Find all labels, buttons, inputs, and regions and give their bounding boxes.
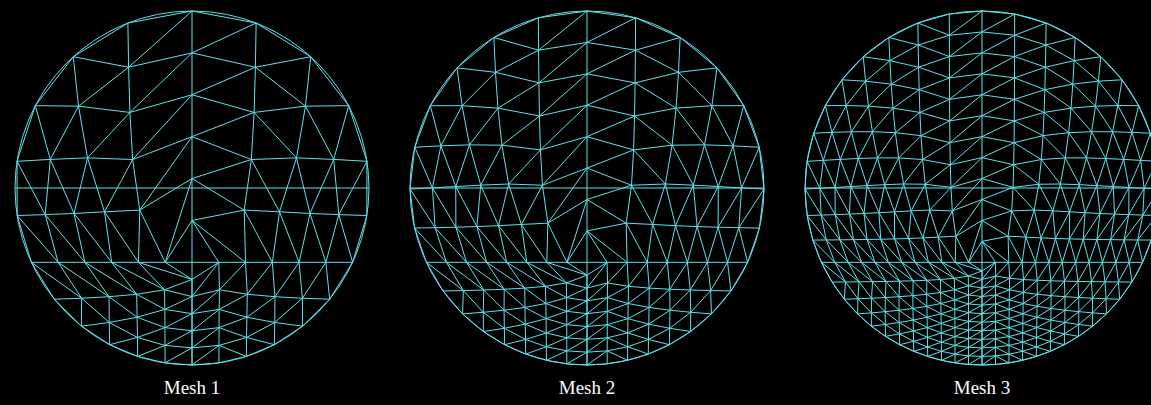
mesh-drawing — [15, 11, 369, 365]
mesh-drawing — [805, 11, 1151, 365]
mesh-label: Mesh 1 — [164, 377, 220, 398]
mesh-edges — [15, 11, 369, 365]
label-slot: Mesh 3 — [882, 377, 1082, 399]
mesh-label: Mesh 3 — [954, 377, 1010, 398]
mesh-edges — [410, 11, 764, 365]
mesh-drawing — [410, 11, 764, 365]
mesh-boundary — [410, 11, 764, 365]
mesh-label: Mesh 2 — [559, 377, 615, 398]
mesh-boundary — [15, 11, 369, 365]
label-slot: Mesh 1 — [92, 377, 292, 399]
mesh-boundary — [805, 11, 1151, 365]
mesh-edges — [805, 11, 1151, 365]
label-slot: Mesh 2 — [487, 377, 687, 399]
